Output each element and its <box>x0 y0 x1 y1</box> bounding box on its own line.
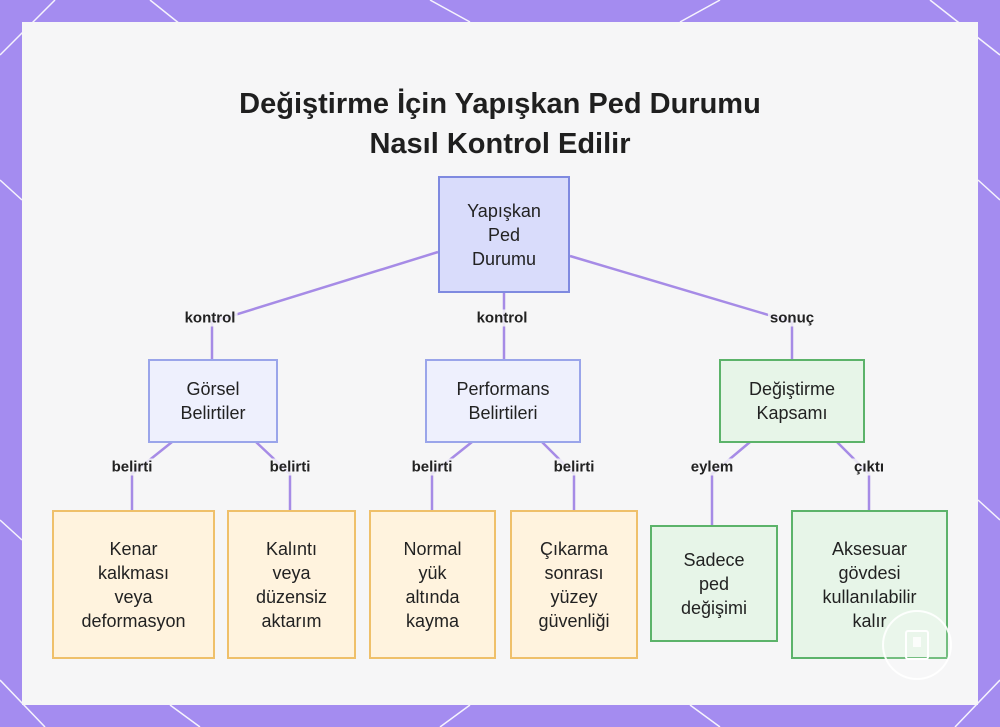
node-visual-line-2: Belirtiler <box>180 403 246 423</box>
edge-label-root-performance: kontrol <box>474 309 530 327</box>
node-slip[interactable]: Normal yük altında kayma <box>369 510 496 659</box>
node-pad-only-replacement[interactable]: Sadece ped değişimi <box>650 525 778 642</box>
edge-performance-slip <box>430 441 473 510</box>
node-edge-lift-line-4: deformasyon <box>81 610 186 631</box>
watermark-logo-icon <box>882 610 952 680</box>
node-performance-line-1: Performans <box>456 379 550 399</box>
node-surface-line-3: yüzey <box>550 586 598 607</box>
node-slip-line-3: altında <box>405 586 460 607</box>
node-body-line-4: kalır <box>852 610 887 631</box>
title-line-2: Nasıl Kontrol Edilir <box>369 128 631 160</box>
edge-label-visual-edge-lift: belirti <box>109 458 155 476</box>
node-pad-only-line-2: ped <box>698 573 730 594</box>
edge-root-scope <box>569 254 794 359</box>
node-surface-safety[interactable]: Çıkarma sonrası yüzey güvenliği <box>510 510 638 659</box>
edge-root-visual <box>210 250 439 359</box>
node-residue-line-2: veya <box>272 562 311 583</box>
title-line-1: Değiştirme İçin Yapışkan Ped Durumu <box>239 88 761 120</box>
node-edge-lift[interactable]: Kenar kalkması veya deformasyon <box>52 510 215 659</box>
node-visual-line-1: Görsel <box>186 379 240 399</box>
node-body-usable[interactable]: Aksesuar gövdesi kullanılabilir kalır <box>791 510 948 659</box>
node-edge-lift-line-1: Kenar <box>109 538 158 559</box>
node-edge-lift-line-3: veya <box>114 586 153 607</box>
node-performance-signs[interactable]: Performans Belirtileri <box>425 359 581 443</box>
node-body-line-1: Aksesuar <box>831 538 908 559</box>
node-pad-only-line-3: değişimi <box>680 597 748 618</box>
node-surface-line-4: güvenliği <box>538 610 610 631</box>
diagram-canvas: Değiştirme İçin Yapışkan Ped Durumu Nası… <box>22 22 978 705</box>
node-body-line-2: gövdesi <box>838 562 901 583</box>
node-root-line-2: Ped <box>487 224 521 245</box>
node-scope-line-2: Kapsamı <box>756 403 828 423</box>
node-residue[interactable]: Kalıntı veya düzensiz aktarım <box>227 510 356 659</box>
node-root[interactable]: Yapışkan Ped Durumu <box>438 176 570 293</box>
edge-label-performance-surface: belirti <box>551 458 597 476</box>
edge-performance-surface <box>541 441 576 510</box>
edge-label-root-visual: kontrol <box>182 309 238 327</box>
diagram-title: Değiştirme İçin Yapışkan Ped Durumu Nası… <box>22 84 978 164</box>
edge-label-scope-body: çıktı <box>851 458 887 476</box>
node-performance-line-2: Belirtileri <box>468 403 538 423</box>
node-surface-line-2: sonrası <box>544 562 604 583</box>
node-residue-line-1: Kalıntı <box>265 538 317 559</box>
edge-label-root-scope: sonuç <box>767 309 817 327</box>
node-slip-line-2: yük <box>418 562 447 583</box>
node-body-line-3: kullanılabilir <box>822 586 917 607</box>
edge-scope-pad-only <box>710 441 751 525</box>
node-root-line-1: Yapışkan <box>467 200 541 221</box>
edge-label-scope-pad-only: eylem <box>688 458 736 476</box>
edge-visual-residue <box>255 441 292 510</box>
node-surface-line-1: Çıkarma <box>539 538 608 559</box>
edge-visual-edge-lift <box>130 441 173 510</box>
edge-label-visual-residue: belirti <box>267 458 313 476</box>
node-replacement-scope[interactable]: Değiştirme Kapsamı <box>719 359 865 443</box>
edge-scope-body <box>836 441 871 510</box>
node-visual-signs[interactable]: Görsel Belirtiler <box>148 359 278 443</box>
node-residue-line-4: aktarım <box>261 610 322 631</box>
node-scope-line-1: Değiştirme <box>748 379 836 399</box>
node-slip-line-1: Normal <box>403 538 462 559</box>
node-residue-line-3: düzensiz <box>255 586 328 607</box>
node-pad-only-line-1: Sadece <box>683 549 745 570</box>
node-edge-lift-line-2: kalkması <box>97 562 169 583</box>
node-slip-line-4: kayma <box>405 610 459 631</box>
node-root-line-3: Durumu <box>471 248 537 269</box>
edge-label-performance-slip: belirti <box>409 458 455 476</box>
